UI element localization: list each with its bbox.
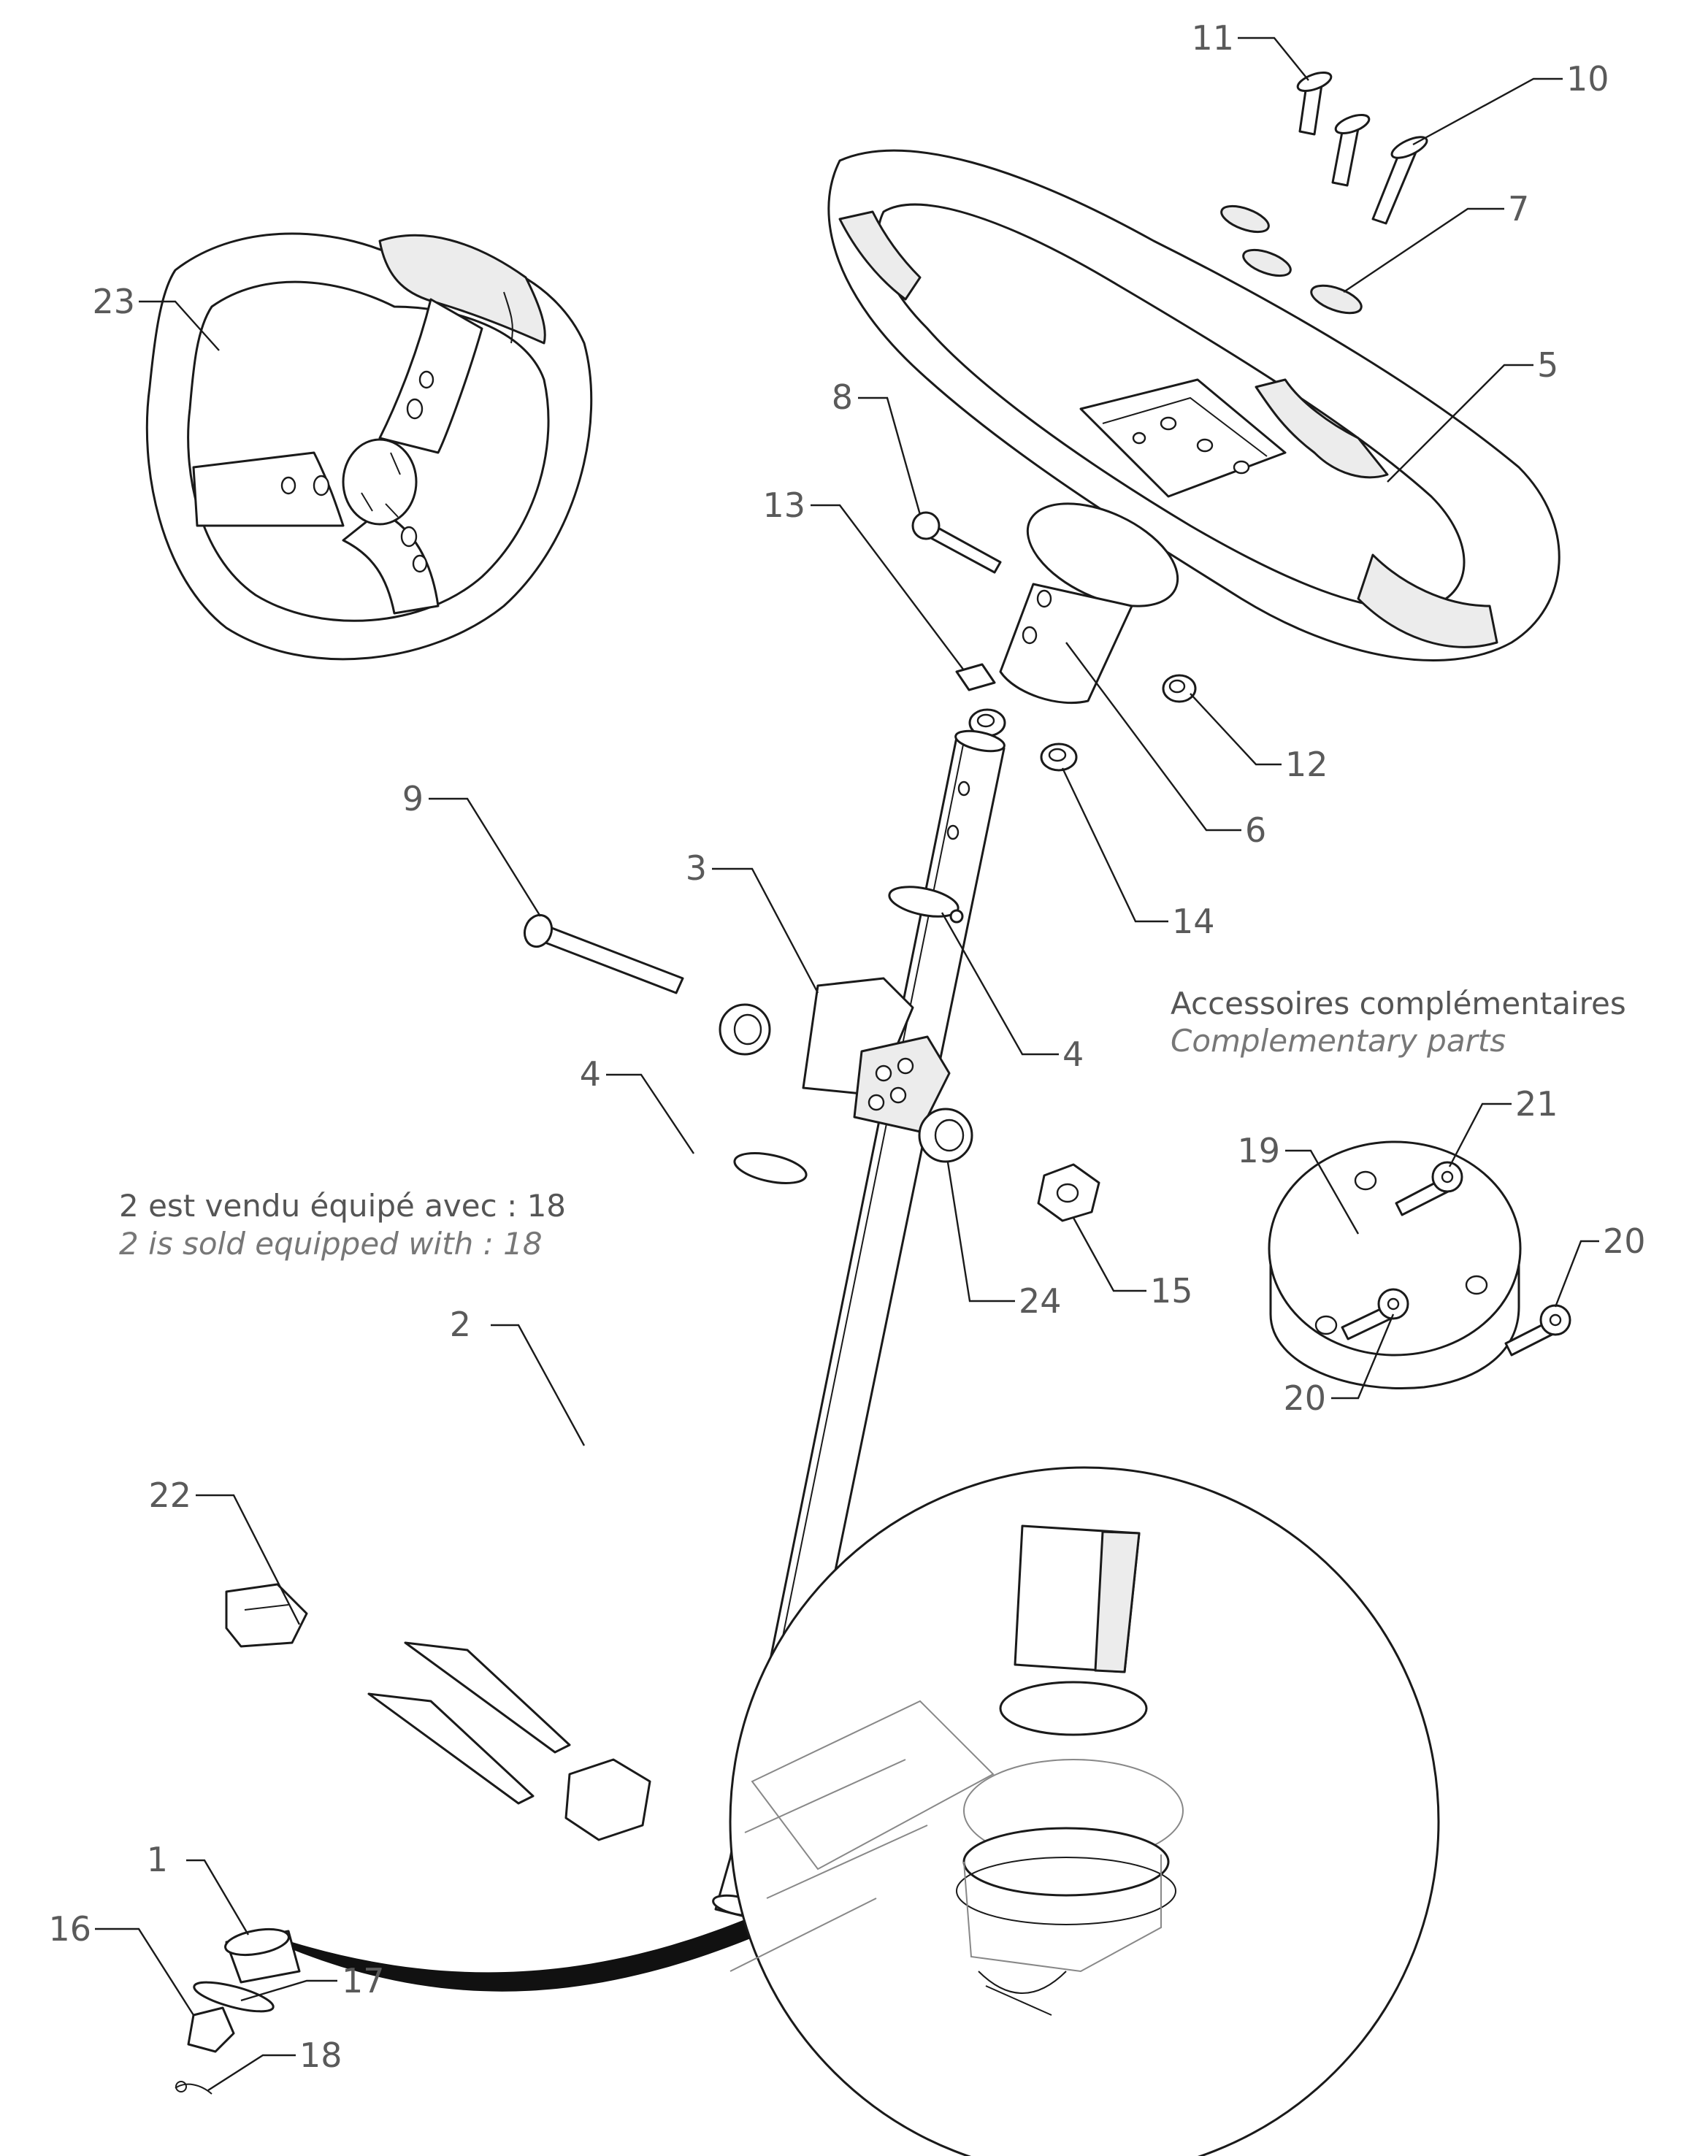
callout-13: 13 <box>762 486 805 525</box>
callout-10: 10 <box>1566 59 1609 99</box>
callout-9: 9 <box>402 779 424 818</box>
part-20-screw-b <box>1504 1304 1571 1357</box>
callout-6: 6 <box>1245 810 1266 850</box>
part-12-nut <box>1162 674 1197 703</box>
callout-2: 2 <box>450 1305 471 1344</box>
part-6-hub <box>999 502 1179 705</box>
callout-5: 5 <box>1537 345 1558 385</box>
sold-equipped-note: 2 est vendu équipé avec : 18 2 is sold e… <box>119 1188 566 1262</box>
part-20-screw-a <box>1341 1288 1409 1340</box>
callout-3: 3 <box>686 848 707 888</box>
part-11-screws <box>1296 72 1371 187</box>
accessories-title-en: Complementary parts <box>1171 1023 1506 1059</box>
callout-24: 24 <box>1019 1281 1062 1321</box>
part-3-bracket <box>802 977 951 1133</box>
part-23-steering-wheel <box>145 232 593 661</box>
accessories-heading: Accessoires complémentaires Complementar… <box>1171 986 1626 1059</box>
callout-23: 23 <box>92 282 135 321</box>
part-4-collar-upper <box>888 886 964 924</box>
callout-4a: 4 <box>1062 1035 1084 1074</box>
callout-1: 1 <box>147 1840 168 1879</box>
part-16-nut <box>187 2006 235 2053</box>
part-15-nut <box>1037 1163 1100 1222</box>
callout-labels: 1 2 3 4 4 5 6 7 8 9 10 11 12 13 14 15 16… <box>48 18 1645 2075</box>
accessories-title-fr: Accessoires complémentaires <box>1171 986 1626 1021</box>
part-9-bolt <box>523 913 684 994</box>
part-14-nut <box>1040 743 1078 772</box>
callout-20b: 20 <box>1603 1221 1646 1261</box>
sold-note-fr: 2 est vendu équipé avec : 18 <box>119 1188 566 1224</box>
callout-4b: 4 <box>580 1054 601 1094</box>
part-7-washers <box>1220 204 1363 315</box>
callout-16: 16 <box>48 1909 91 1949</box>
part-21-screw <box>1395 1161 1463 1216</box>
part-5-steering-wheel <box>827 149 1560 661</box>
part-1-nut-housing <box>224 1927 301 1984</box>
part-8-screw <box>911 511 1002 574</box>
callout-7: 7 <box>1508 189 1529 229</box>
callout-14: 14 <box>1172 902 1215 941</box>
column-plates <box>367 1641 651 1841</box>
detail-connector <box>292 1917 759 1992</box>
part-19-hub-plate <box>1268 1140 1522 1389</box>
leader-lines <box>95 37 1599 2092</box>
callout-8: 8 <box>832 377 853 417</box>
callout-15: 15 <box>1150 1271 1193 1311</box>
callout-20a: 20 <box>1283 1378 1326 1418</box>
callout-11: 11 <box>1191 18 1234 58</box>
part-10-screw <box>1371 136 1428 225</box>
part-24-bushing-left <box>719 1003 771 1056</box>
callout-19: 19 <box>1237 1131 1280 1170</box>
callout-22: 22 <box>148 1476 191 1515</box>
part-13-nut <box>955 663 996 691</box>
part-4-collar-lower <box>733 1152 808 1184</box>
callout-12: 12 <box>1285 745 1328 784</box>
detail-view-circle <box>729 1466 1440 2156</box>
part-24-bushing-right <box>918 1108 973 1163</box>
part-18-pin <box>175 2081 212 2095</box>
callout-17: 17 <box>342 1961 385 2000</box>
sold-note-en: 2 is sold equipped with : 18 <box>119 1226 543 1262</box>
part-17-washer <box>193 1981 275 2013</box>
callout-21: 21 <box>1515 1084 1558 1124</box>
callout-18: 18 <box>299 2036 342 2075</box>
